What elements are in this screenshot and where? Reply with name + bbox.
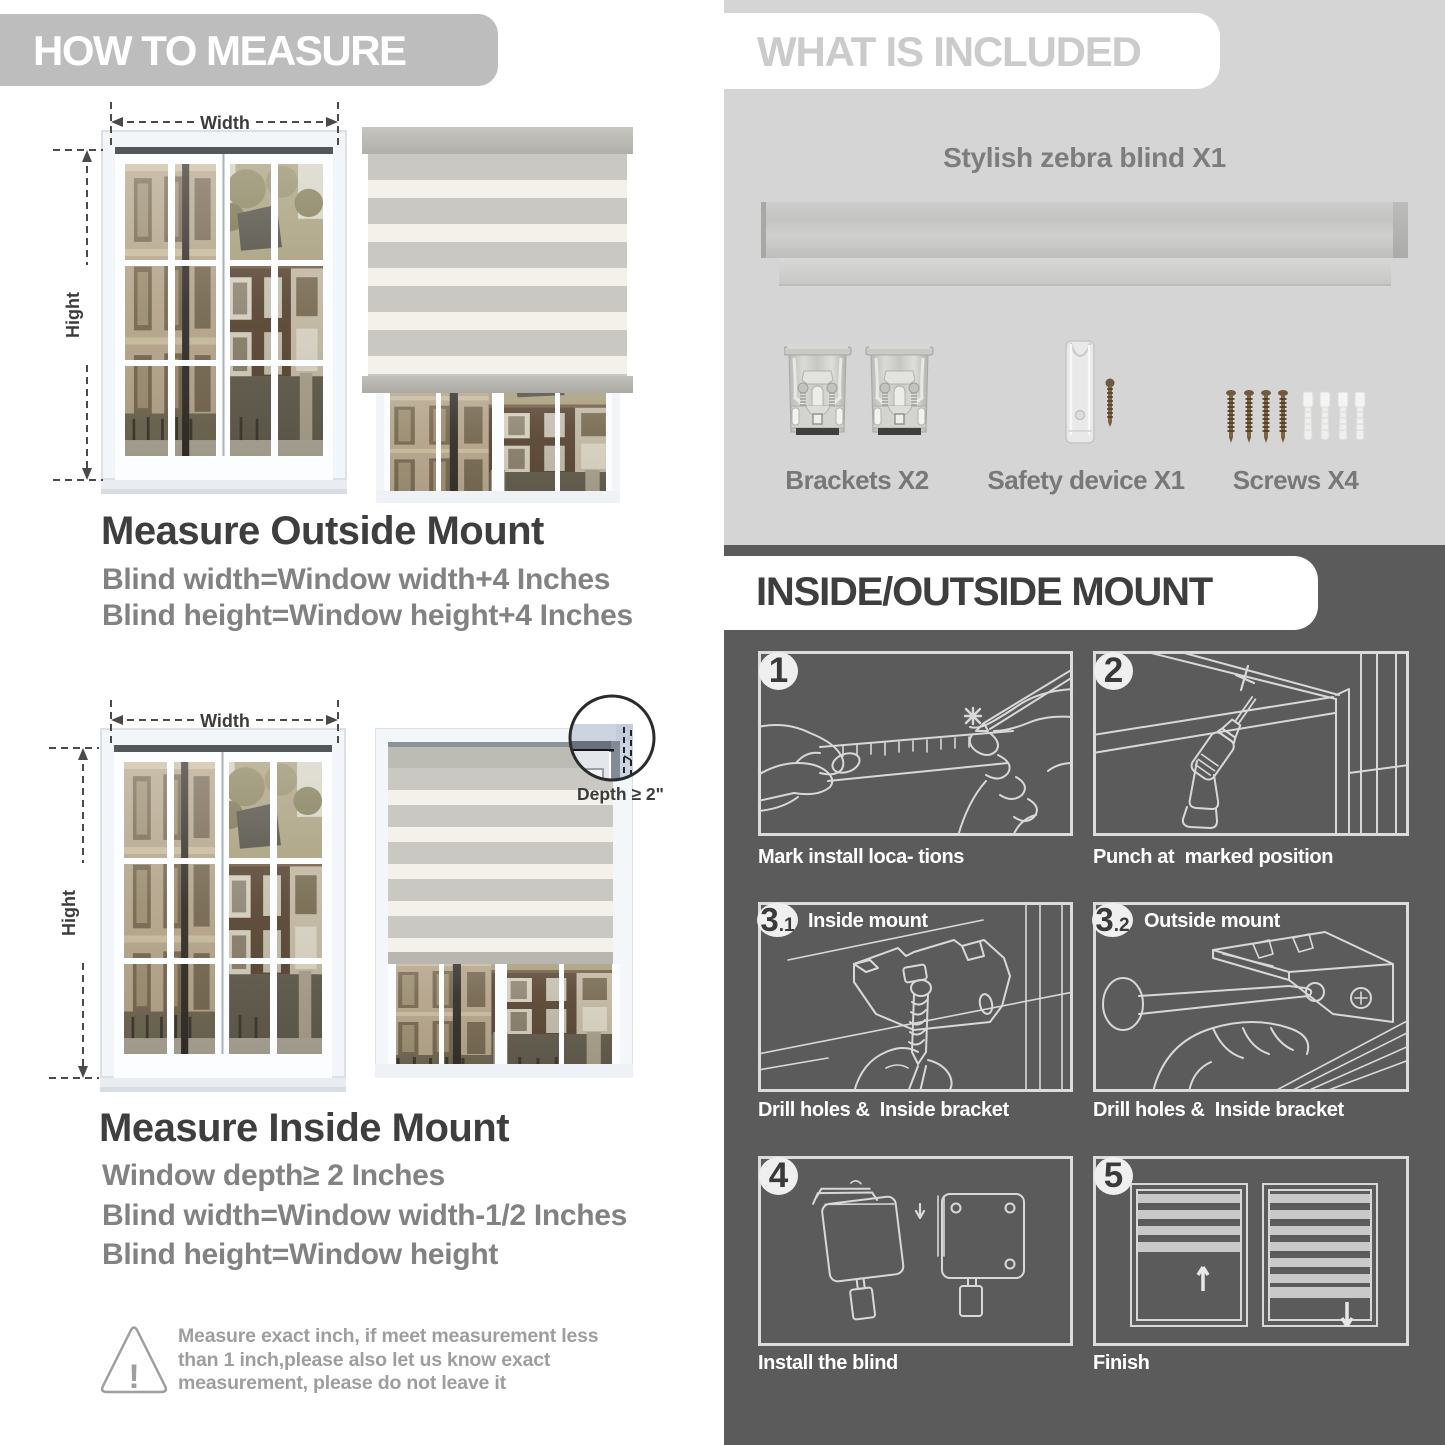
svg-text:Width: Width bbox=[200, 113, 250, 133]
svg-text:Hight: Hight bbox=[63, 292, 83, 338]
svg-text:Hight: Hight bbox=[59, 890, 79, 936]
svg-text:!: ! bbox=[128, 1358, 139, 1396]
svg-text:Width: Width bbox=[200, 711, 250, 731]
